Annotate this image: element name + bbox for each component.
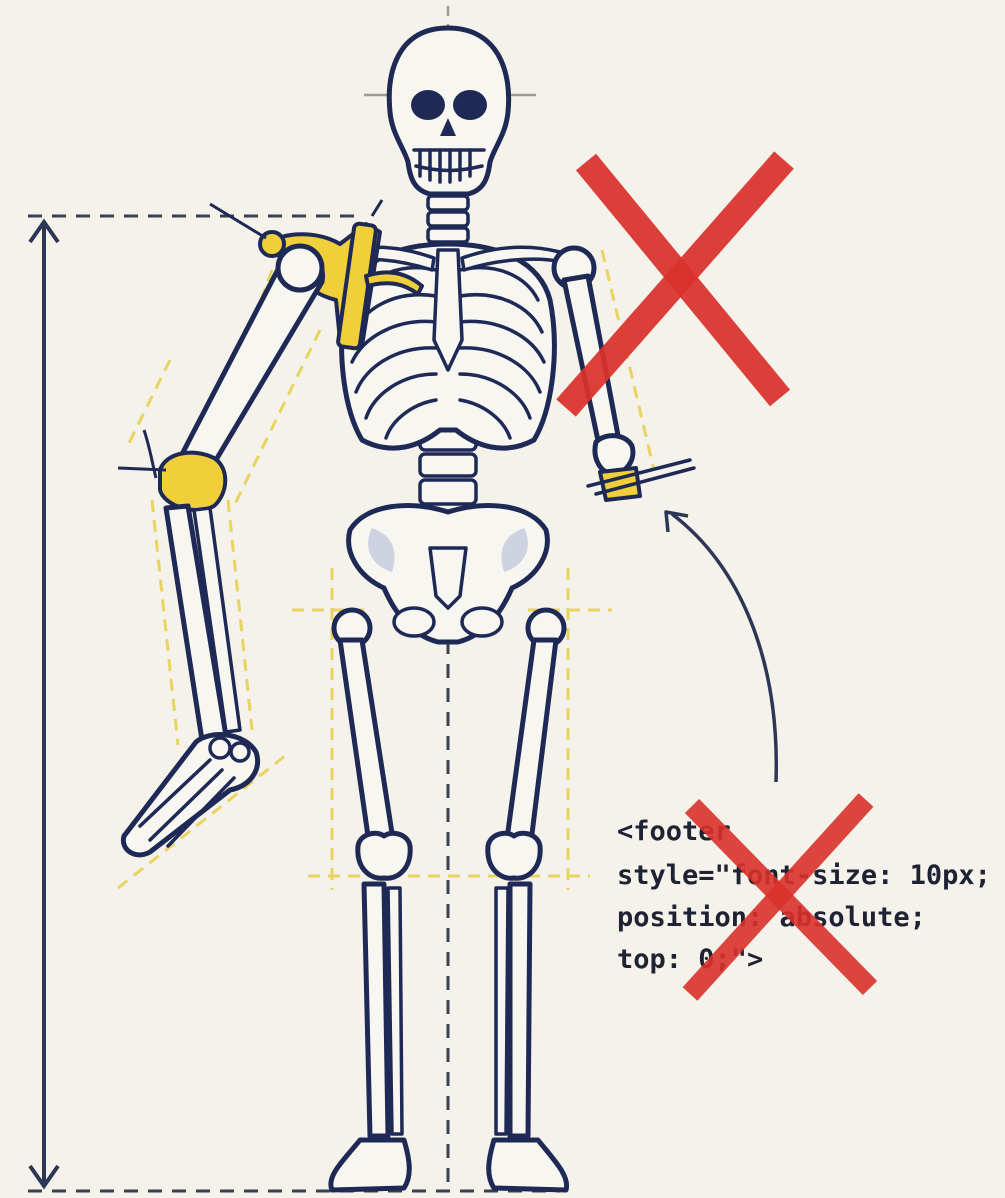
cross-out-mark [566, 160, 784, 408]
pelvis [349, 506, 548, 642]
left-leg [331, 610, 410, 1190]
code-cross-out-mark [690, 800, 870, 994]
curved-pointer-arrow [666, 512, 776, 782]
code-note: <footer style="font-size: 10px; position… [617, 816, 991, 975]
right-leg [488, 610, 567, 1190]
skull [389, 28, 508, 194]
